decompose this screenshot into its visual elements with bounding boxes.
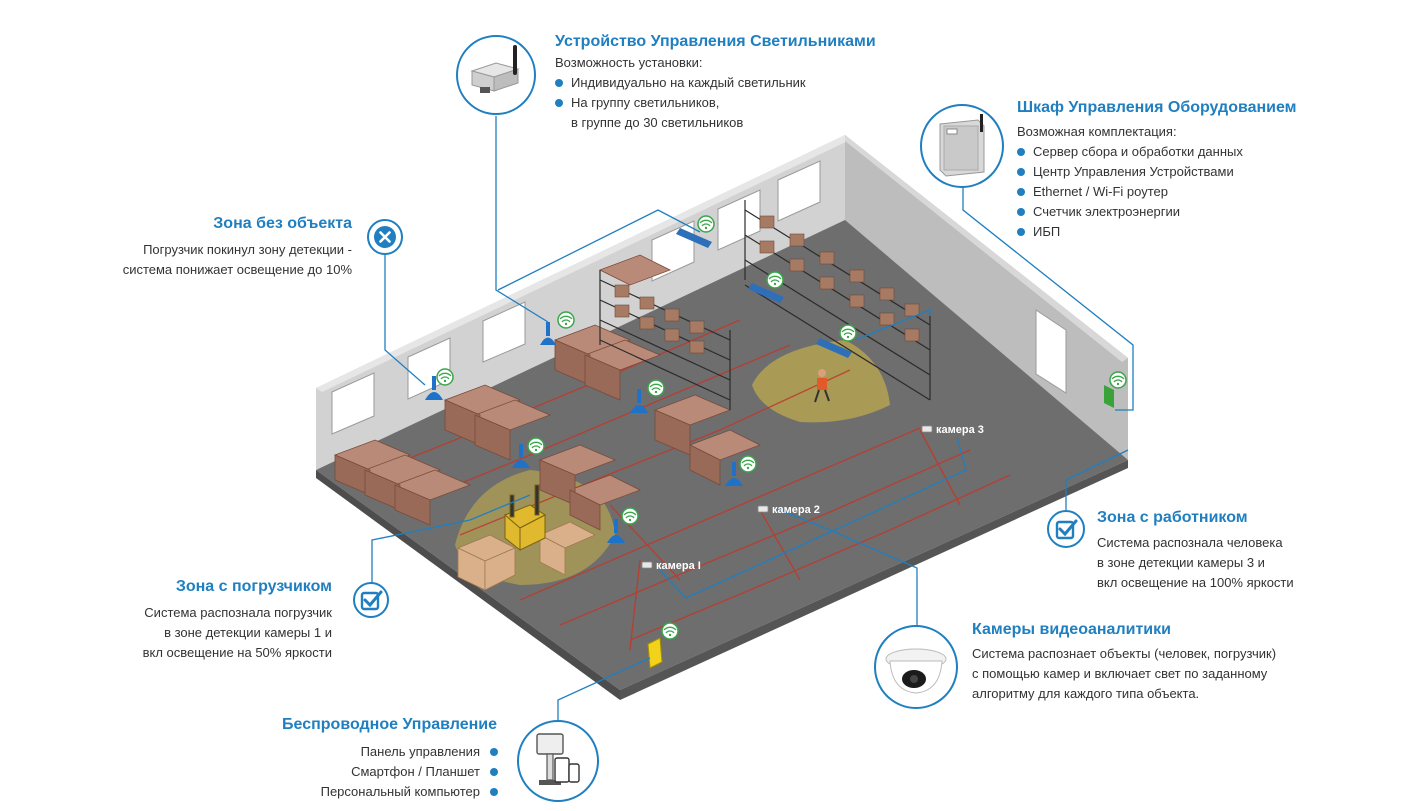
wifi-badges <box>436 215 1127 640</box>
devices-icon <box>517 720 599 802</box>
text-line: Система распознала погрузчик <box>144 605 332 620</box>
list-item: ИБП <box>1017 222 1243 242</box>
list-item: Ethernet / Wi-Fi роутер <box>1017 182 1243 202</box>
list-item: Счетчик электроэнергии <box>1017 202 1243 222</box>
control-panel <box>647 637 663 669</box>
text-line: вкл освещение на 50% яркости <box>142 645 332 660</box>
text-line: Система распознала человека <box>1097 535 1283 550</box>
list-item: Центр Управления Устройствами <box>1017 162 1243 182</box>
list-item: Сервер сбора и обработки данных <box>1017 142 1243 162</box>
list-item: Персональный компьютер <box>220 782 498 802</box>
cameras-text: Система распознает объекты (человек, пог… <box>972 644 1276 704</box>
camera-3-label: камера 3 <box>936 424 984 436</box>
wireless-list: Панель управления Смартфон / Планшет Пер… <box>220 742 498 802</box>
zone-lines <box>379 319 1011 651</box>
cabinet-subtitle: Возможная комплектация: <box>1017 124 1177 139</box>
ceiling-lamps <box>425 322 743 543</box>
text-line: алгоритму для каждого типа объекта. <box>972 686 1200 701</box>
wall-cabinet <box>1104 385 1114 408</box>
list-item: На группу светильников, <box>555 93 806 113</box>
cross-icon <box>367 219 403 255</box>
zone-forklift-title: Зона с погрузчиком <box>175 578 332 595</box>
wireless-title: Беспроводное Управление <box>282 716 497 733</box>
zone-worker-title: Зона с работником <box>1097 509 1248 526</box>
control-cabinet-icon <box>920 104 1004 188</box>
worker <box>814 369 830 403</box>
check-icon <box>1047 510 1085 548</box>
dome-camera-icon <box>874 625 958 709</box>
list-item: Индивидуально на каждый светильник <box>555 73 806 93</box>
text-line: в зоне детекции камеры 1 и <box>164 625 332 640</box>
text-line: система понижает освещение до 10% <box>122 262 352 277</box>
zone-empty-title: Зона без объекта <box>213 215 352 232</box>
cameras-title: Камеры видеоаналитики <box>972 621 1171 638</box>
scene-cameras <box>641 425 933 569</box>
zone-worker-text: Система распознала человека в зоне детек… <box>1097 533 1294 593</box>
text-line: Система распознает объекты (человек, пог… <box>972 646 1277 661</box>
list-item: Панель управления <box>220 742 498 762</box>
forklift <box>504 484 546 552</box>
text-line: вкл освещение на 100% яркости <box>1097 575 1294 590</box>
text-line: Погрузчик покинул зону детекции - <box>143 242 352 257</box>
pallets <box>333 254 761 591</box>
text-line: с помощью камер и включает свет по задан… <box>972 666 1268 681</box>
zone-empty-text: Погрузчик покинул зону детекции - систем… <box>82 240 352 280</box>
windows <box>331 160 1067 435</box>
device-control-title: Устройство Управления Светильниками <box>555 33 876 50</box>
device-control-list: Индивидуально на каждый светильник На гр… <box>555 73 806 113</box>
light-controller-icon <box>456 35 536 115</box>
rack-boxes <box>614 215 920 354</box>
list-item: Смартфон / Планшет <box>220 762 498 782</box>
camera-1-label: камера I <box>656 560 701 572</box>
connector-lines <box>371 116 1134 722</box>
camera-2-label: камера 2 <box>772 504 820 516</box>
check-icon <box>353 582 389 618</box>
text-line: в зоне детекции камеры 3 и <box>1097 555 1265 570</box>
cabinet-list: Сервер сбора и обработки данных Центр Уп… <box>1017 142 1243 242</box>
cabinet-title: Шкаф Управления Оборудованием <box>1017 99 1297 116</box>
zone-forklift-text: Система распознала погрузчик в зоне дете… <box>62 603 332 663</box>
device-control-subtitle: Возможность установки: <box>555 55 703 70</box>
linear-fixtures <box>676 228 852 358</box>
device-control-continuation: в группе до 30 светильников <box>571 115 744 130</box>
